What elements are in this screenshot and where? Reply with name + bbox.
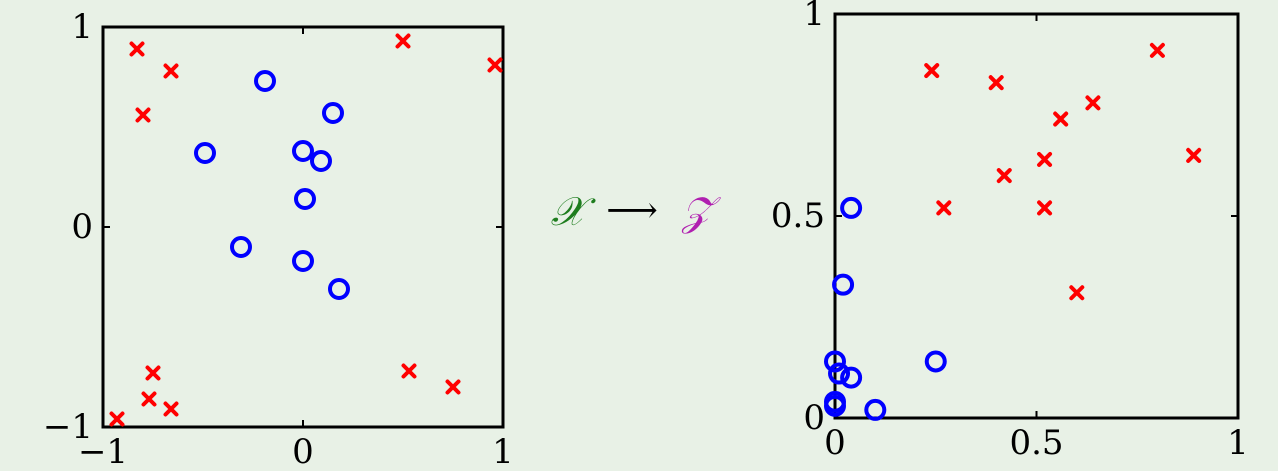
right-y-tick-label: 0 [803, 398, 825, 438]
right-cross-point [924, 63, 940, 79]
right-circle-point [840, 196, 863, 219]
left-cross-point [163, 63, 179, 79]
left-circle-point [294, 188, 316, 210]
right-cross-point [1053, 111, 1069, 127]
right-x-tick-label: 0.5 [1009, 423, 1063, 463]
left-cross-point [109, 411, 125, 427]
right-circle-point [924, 350, 947, 373]
mapping-arrow: ⟶ [606, 190, 658, 231]
left-cross-point [145, 365, 161, 381]
right-cross-point [1186, 147, 1202, 163]
left-cross-point [445, 379, 461, 395]
right-cross-point [1037, 200, 1053, 216]
left-circle-point [310, 150, 332, 172]
right-cross-point [936, 200, 952, 216]
right-cross-point [1085, 95, 1101, 111]
left-circle-point [194, 142, 216, 164]
input-space-symbol: 𝒳 [551, 189, 597, 235]
right-circle-point [824, 350, 846, 373]
scatter-plot-input-space: −1 0 1 −1 0 1 [43, 7, 514, 471]
left-circle-point [322, 102, 344, 124]
left-cross-point [401, 363, 417, 379]
right-circle-point [824, 394, 846, 417]
left-y-tick-label: 0 [71, 207, 93, 247]
left-y-tick-label: −1 [43, 407, 93, 447]
right-circle-point [840, 366, 863, 389]
left-circle-point [328, 278, 350, 300]
left-y-tick-label: 1 [71, 7, 93, 47]
left-circle-point [230, 236, 252, 258]
left-cross-point [395, 33, 411, 49]
right-circle-point [828, 362, 851, 385]
right-x-tick-label: 1 [1227, 423, 1249, 463]
left-circle-point [254, 70, 276, 92]
left-x-tick-label: 1 [492, 432, 514, 471]
right-y-tick-label: 1 [803, 0, 825, 34]
right-cross-point [988, 75, 1004, 91]
left-cross-point [129, 41, 145, 57]
left-circle-point [292, 140, 314, 162]
right-plot-frame [833, 12, 1240, 420]
left-plot-frame [101, 25, 505, 429]
right-y-tick-label: 0.5 [771, 196, 825, 236]
mapping-label: 𝒳 ⟶ 𝒵 [551, 189, 722, 235]
right-cross-point [1037, 151, 1053, 167]
right-circle-point [832, 273, 855, 296]
left-x-tick-label: −1 [78, 432, 128, 471]
feature-space-symbol: 𝒵 [681, 189, 722, 235]
right-cross-point [1069, 285, 1085, 301]
left-x-tick-label: 0 [292, 432, 314, 471]
scatter-plot-feature-space: 0 0.5 1 0 0.5 1 [771, 0, 1249, 463]
left-cross-point [141, 391, 157, 407]
left-cross-point [487, 57, 503, 73]
left-cross-point [163, 401, 179, 417]
right-cross-point [1149, 42, 1165, 58]
right-cross-point [996, 168, 1012, 184]
left-cross-point [135, 107, 151, 123]
right-circle-point [864, 398, 887, 421]
left-circle-point [292, 250, 314, 272]
right-x-tick-label: 0 [824, 423, 846, 463]
